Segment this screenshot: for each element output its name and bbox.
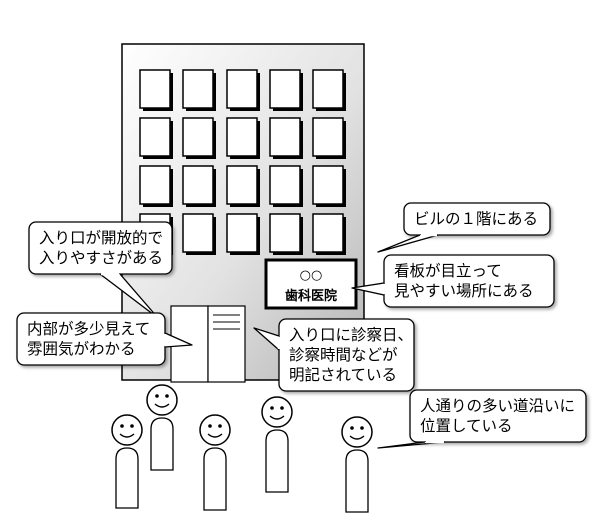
- building-window: [182, 117, 216, 159]
- clinic-signboard: ○○ 歯科医院: [264, 258, 358, 310]
- building-window: [226, 213, 260, 255]
- person-figure: [146, 384, 178, 471]
- building-window: [269, 69, 303, 111]
- building-window: [312, 213, 346, 255]
- building-window: [182, 213, 216, 255]
- building-window: [226, 69, 260, 111]
- callout-text: 看板が目立って: [394, 262, 502, 280]
- building-window: [269, 117, 303, 159]
- callout-text: 見やすい場所にある: [394, 282, 534, 300]
- pedestrians: [111, 384, 373, 513]
- building-window: [139, 117, 173, 159]
- building-window: [226, 165, 260, 207]
- building-window: [182, 165, 216, 207]
- callout-first-floor: ビルの１階にある: [377, 202, 551, 253]
- callout-text: 入り口に診察日、: [289, 326, 413, 344]
- sign-circles: ○○: [300, 268, 323, 283]
- person-figure: [261, 396, 293, 493]
- building-window: [226, 117, 260, 159]
- person-figure: [111, 414, 143, 509]
- building-window: [182, 69, 216, 111]
- callout-text: 入りやすさがある: [39, 249, 163, 267]
- callout-text: 入り口が開放的で: [39, 229, 163, 247]
- callout-text: 内部が多少見えて: [27, 320, 150, 338]
- callout-text: 位置している: [420, 417, 513, 435]
- building-window: [139, 69, 173, 111]
- callout-text: 雰囲気がわかる: [27, 340, 136, 358]
- person-figure: [341, 416, 373, 513]
- callout-text: 人通りの多い道沿いに: [420, 397, 575, 415]
- person-figure: [199, 414, 231, 511]
- sign-clinic-name: 歯科医院: [285, 288, 337, 304]
- building-window: [312, 165, 346, 207]
- callout-text: 診察時間などが: [289, 346, 398, 364]
- building-window: [139, 165, 173, 207]
- callout-text: 明記されている: [289, 366, 397, 384]
- building-window: [312, 117, 346, 159]
- building-window: [312, 69, 346, 111]
- callout-text: ビルの１階にある: [414, 210, 538, 228]
- building-window: [269, 213, 303, 255]
- building-window: [269, 165, 303, 207]
